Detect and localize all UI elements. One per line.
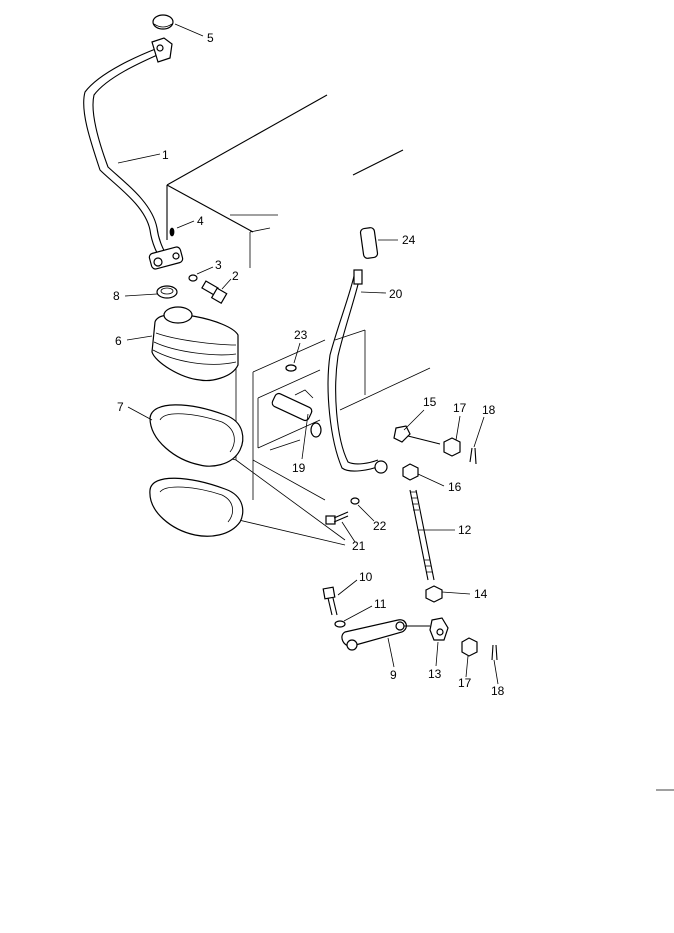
callout-15: 15 [423, 395, 437, 409]
callout-4: 4 [197, 214, 204, 228]
ring-part-8 [156, 285, 178, 299]
callout-9: 9 [390, 668, 397, 682]
rod-end-part-13 [429, 617, 449, 641]
bolt-part-21 [325, 511, 349, 525]
grip-part-24 [359, 227, 379, 259]
lever-plate-part-9 [341, 619, 430, 651]
leader-lines [117, 23, 674, 791]
callout-10: 10 [359, 570, 373, 584]
callout-16: 16 [448, 480, 462, 494]
callout-7: 7 [117, 400, 124, 414]
boot-part-6 [151, 306, 239, 382]
callout-17-upper: 17 [453, 401, 467, 415]
callout-13: 13 [428, 667, 442, 681]
plate-lower [149, 477, 244, 537]
callout-3: 3 [215, 258, 222, 272]
plate-part-7 [149, 404, 244, 467]
callout-20: 20 [389, 287, 403, 301]
callout-5: 5 [207, 31, 214, 45]
callout-24: 24 [402, 233, 416, 247]
callout-17-lower: 17 [458, 676, 472, 690]
callout-labels: 5 1 4 3 2 8 6 7 24 20 23 19 15 17 18 16 … [113, 31, 505, 698]
pin-part-18-upper [469, 447, 477, 465]
callout-6: 6 [115, 334, 122, 348]
callout-21: 21 [352, 539, 366, 553]
washer-part-23 [285, 364, 297, 372]
nut-part-16 [402, 463, 419, 481]
nut-part-17-lower [461, 637, 478, 657]
callout-18-upper: 18 [482, 403, 496, 417]
callout-12: 12 [458, 523, 472, 537]
nut-part-14 [425, 585, 443, 603]
callout-11: 11 [374, 597, 387, 611]
lever-part-20 [327, 269, 388, 474]
rod-part-12 [409, 489, 435, 581]
nut-part-17-upper [443, 437, 461, 457]
callout-14: 14 [474, 587, 488, 601]
bolt-part-10 [322, 586, 338, 616]
callout-2: 2 [232, 269, 239, 283]
callout-22: 22 [373, 519, 387, 533]
knob-part-5 [152, 14, 174, 30]
callout-1: 1 [162, 148, 169, 162]
callout-23: 23 [294, 328, 308, 342]
callout-8: 8 [113, 289, 120, 303]
callout-18-lower: 18 [491, 684, 505, 698]
bracket-part-19 [271, 364, 322, 438]
lever-base-assembly [148, 227, 228, 305]
pin-part-18-lower [491, 644, 498, 661]
rod-end-part-15 [393, 425, 441, 445]
washer-part-22 [350, 497, 360, 505]
washer-part-11 [334, 620, 346, 628]
callout-19: 19 [292, 461, 306, 475]
shift-lever-part-1 [83, 37, 173, 263]
